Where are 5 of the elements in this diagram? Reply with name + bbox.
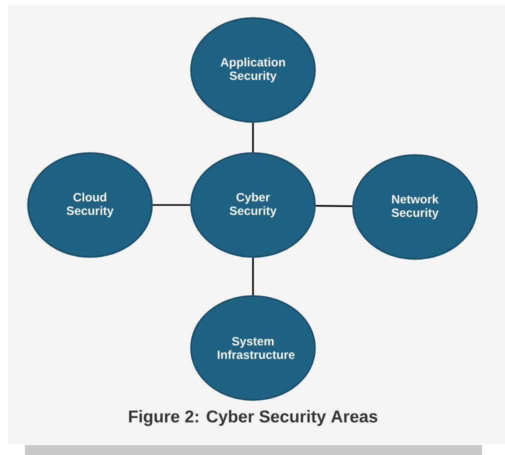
connector-line <box>152 204 190 206</box>
connector-line <box>252 122 254 152</box>
figure-caption: Figure 2: Cyber Security Areas <box>129 410 378 426</box>
connector-line <box>252 258 254 296</box>
connector-line <box>316 204 352 208</box>
